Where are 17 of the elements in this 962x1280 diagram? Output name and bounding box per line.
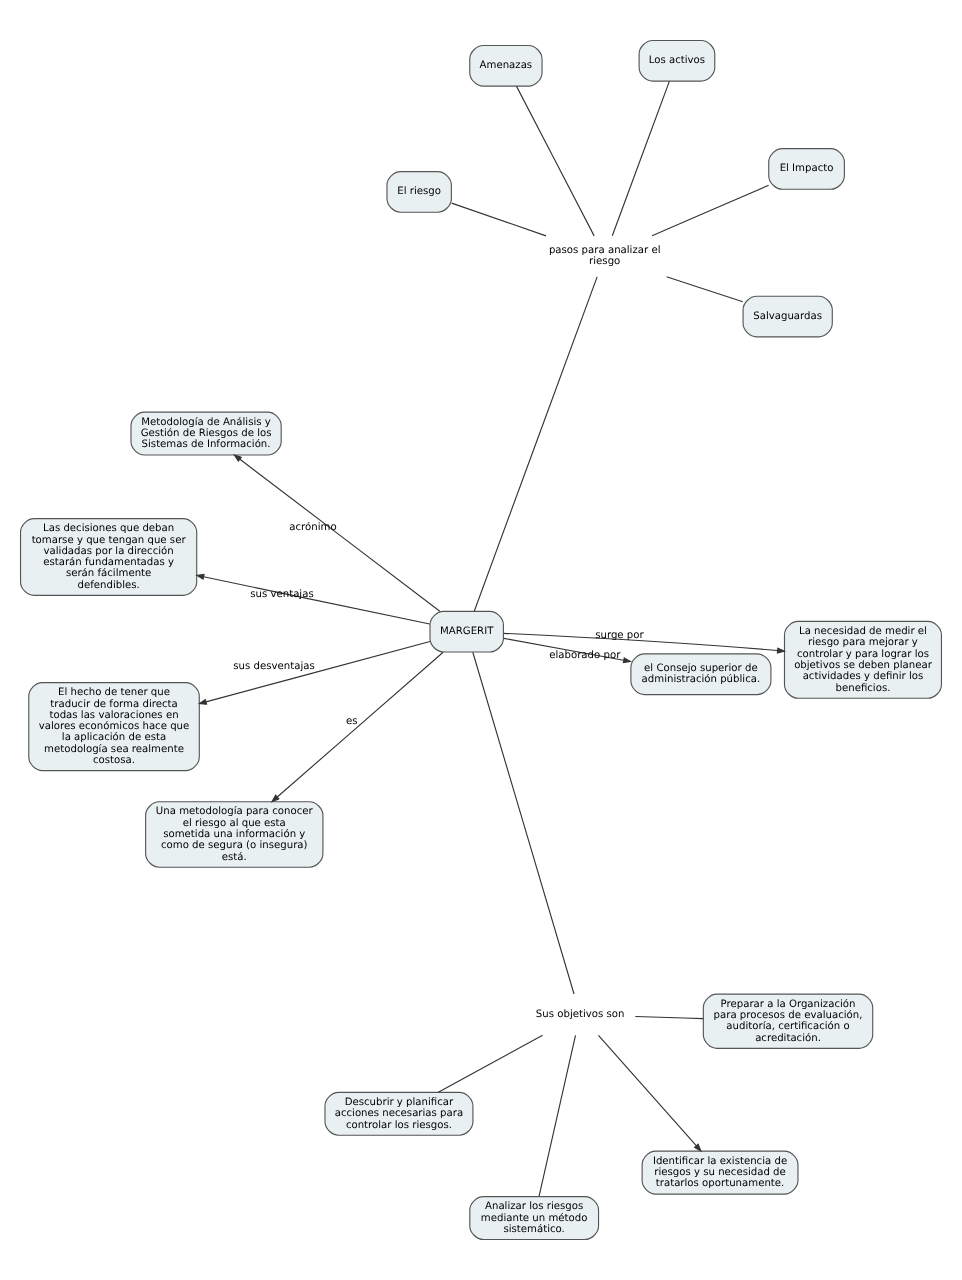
connector xyxy=(611,80,670,237)
connector xyxy=(538,1034,577,1197)
connector xyxy=(473,276,598,612)
arrow xyxy=(597,1034,702,1153)
connector xyxy=(666,276,744,303)
arrow xyxy=(503,637,633,664)
arrow xyxy=(195,573,431,625)
connector xyxy=(472,651,575,995)
connector xyxy=(437,1034,544,1093)
arrow xyxy=(233,454,441,612)
connector xyxy=(516,85,595,237)
connector xyxy=(651,184,770,237)
arrow xyxy=(197,641,431,705)
connector xyxy=(451,202,547,237)
arrow xyxy=(270,651,444,803)
arrow xyxy=(503,632,787,654)
connector xyxy=(634,1015,704,1020)
